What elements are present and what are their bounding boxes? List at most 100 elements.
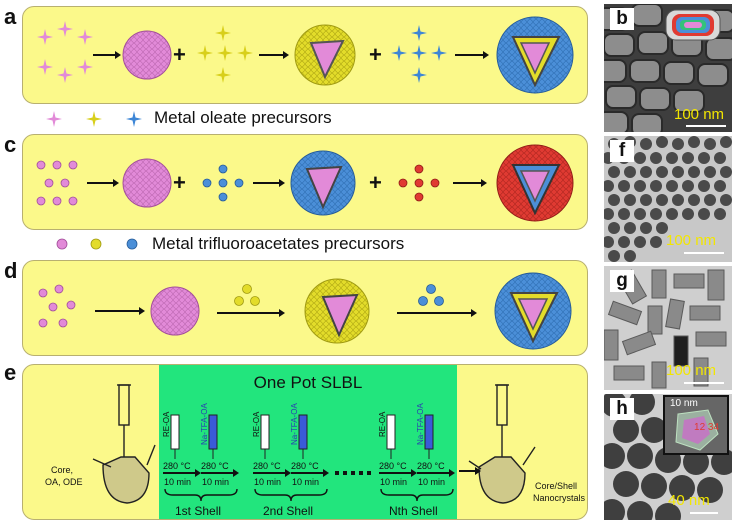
arrow-icon xyxy=(259,51,289,59)
syringe-re-1-icon xyxy=(170,414,180,459)
panel-label-a: a xyxy=(4,4,17,29)
temp-3: 280 °C xyxy=(253,461,281,471)
tfa-legend-icons xyxy=(56,238,138,250)
blue-dot-precursors xyxy=(418,284,444,306)
syringe-na-label: Na-TFA-OA xyxy=(290,403,299,445)
temp-2: 280 °C xyxy=(201,461,229,471)
arrow-icon xyxy=(459,467,481,475)
panel-d-scheme xyxy=(38,272,572,350)
scale-bar-h xyxy=(690,512,718,514)
temp-5: 280 °C xyxy=(379,461,407,471)
syringe-na-label: Na-TFA-OA xyxy=(416,403,425,445)
ellipsis-dots xyxy=(335,471,371,475)
arrow-icon xyxy=(87,179,119,187)
syringe-re-label: RE-OA xyxy=(378,411,387,437)
pink-dot-precursors xyxy=(36,160,78,206)
core-shell-shell-sphere-red xyxy=(496,144,574,222)
core-shell-shell-sphere-blue xyxy=(494,272,572,350)
pink-dot-precursors xyxy=(38,284,76,328)
scale-label-h: 40 nm xyxy=(668,492,710,509)
blue-dot-precursors xyxy=(202,164,244,202)
pink-core-sphere xyxy=(150,286,200,336)
arrow-icon xyxy=(397,309,477,317)
arrow-icon xyxy=(95,307,145,315)
arrow-icon xyxy=(93,51,121,59)
scale-label-h-inset: 10 nm xyxy=(670,398,698,409)
micrograph-h-particles xyxy=(604,394,732,520)
syringe-re-label: RE-OA xyxy=(162,411,171,437)
core-label-2: OA, ODE xyxy=(45,477,83,487)
reaction-flask-right-icon xyxy=(468,384,536,504)
micrograph-label-g: g xyxy=(610,270,634,292)
micrograph-label-f: f xyxy=(610,140,634,162)
plus-icon: + xyxy=(173,170,186,195)
syringe-na-2-icon xyxy=(298,414,308,459)
core-shell-sphere-blue xyxy=(290,150,356,216)
time-2: 10 min xyxy=(202,477,229,487)
scale-bar-g xyxy=(684,382,724,384)
plus-icon: + xyxy=(173,42,186,67)
syringe-na-3-icon xyxy=(424,414,434,459)
syringe-re-3-icon xyxy=(386,414,396,459)
time-5: 10 min xyxy=(380,477,407,487)
product-label-2: Nanocrystals xyxy=(533,493,586,503)
pink-core-sphere xyxy=(122,30,172,80)
syringe-re-2-icon xyxy=(260,414,270,459)
one-pot-title: One Pot SLBL xyxy=(253,373,363,392)
scale-bar-b xyxy=(686,125,726,127)
shell-1-label: 1st Shell xyxy=(175,504,221,518)
panel-label-c: c xyxy=(4,132,17,157)
shell-2-label: 2nd Shell xyxy=(263,504,313,518)
core-shell-sphere-yellow xyxy=(304,278,370,344)
temp-4: 280 °C xyxy=(291,461,319,471)
micrograph-label-b: b xyxy=(610,8,634,30)
arrow-icon xyxy=(453,179,487,187)
micrograph-f: f 100 nm xyxy=(604,136,732,262)
oleate-caption: Metal oleate precursors xyxy=(154,108,332,127)
micrograph-b: b 100 nm xyxy=(604,4,732,132)
panel-c: + + xyxy=(22,134,588,230)
inset-number: 2 xyxy=(699,422,706,433)
plus-icon: + xyxy=(369,170,382,195)
pink-star-precursors xyxy=(37,21,93,83)
panel-c-scheme: + + xyxy=(36,144,574,222)
panel-d xyxy=(22,260,588,356)
plus-icon: + xyxy=(369,42,382,67)
red-dot-precursors xyxy=(398,164,440,202)
syringe-na-label: Na-TFA-OA xyxy=(200,403,209,445)
inset-number: 1 xyxy=(694,422,700,433)
micrograph-g: g 100 nm xyxy=(604,266,732,390)
yellow-star-precursors xyxy=(197,25,253,83)
micrograph-g-particles xyxy=(604,269,727,389)
panel-e: One Pot SLBL Core, OA, ODE Core/Shell Na… xyxy=(22,364,588,520)
inset-number: 4 xyxy=(713,422,720,433)
timeline-arrows xyxy=(163,469,455,477)
time-6: 10 min xyxy=(418,477,445,487)
pink-core-sphere xyxy=(122,158,172,208)
syringe-na-1-icon xyxy=(208,414,218,459)
panel-a: + + xyxy=(22,6,588,104)
panel-a-scheme: + + xyxy=(37,16,574,94)
shell-n-label: Nth Shell xyxy=(389,504,438,518)
syringe-re-label: RE-OA xyxy=(252,411,261,437)
inset-shell-numbers: 12 34 xyxy=(694,422,719,433)
scale-label-g: 100 nm xyxy=(666,362,717,379)
reaction-flask-left-icon xyxy=(92,384,156,504)
oleate-legend-icons xyxy=(46,111,142,127)
inset-number: 3 xyxy=(707,422,714,433)
micrograph-h: h 10 nm 12 34 40 nm xyxy=(604,394,732,520)
panel-label-e: e xyxy=(4,360,17,385)
core-shell-shell-sphere-blue xyxy=(496,16,574,94)
shell-braces xyxy=(164,488,454,502)
micrograph-b-inset xyxy=(665,9,721,41)
micrograph-label-h: h xyxy=(610,398,634,420)
blue-star-precursors xyxy=(391,25,447,83)
yellow-dot-precursors xyxy=(234,284,260,306)
temp-6: 280 °C xyxy=(417,461,445,471)
scale-label-f: 100 nm xyxy=(666,232,717,249)
panel-e-scheme: Core, OA, ODE Core/Shell Nanocrystals RE… xyxy=(45,384,586,518)
time-3: 10 min xyxy=(254,477,281,487)
temp-1: 280 °C xyxy=(163,461,191,471)
time-1: 10 min xyxy=(164,477,191,487)
time-4: 10 min xyxy=(292,477,319,487)
